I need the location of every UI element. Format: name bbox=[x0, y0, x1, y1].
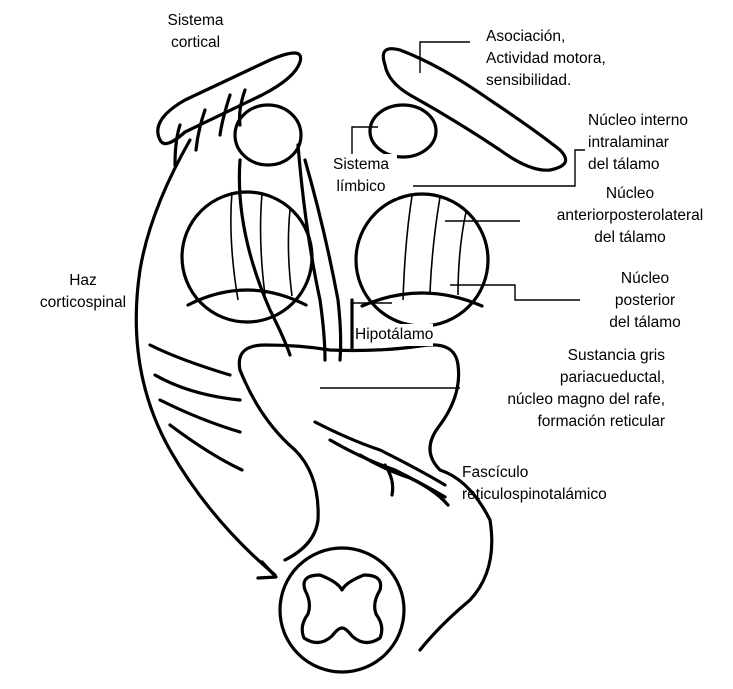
limbic-fiber-left bbox=[239, 160, 290, 355]
thalamus-left-line-3 bbox=[288, 210, 292, 296]
thalamus-right-line-2 bbox=[430, 197, 440, 292]
fan-fiber-2 bbox=[155, 375, 240, 400]
label-nucleo-anterior: Núcleo anteriorposterolateral del tálamo bbox=[527, 183, 733, 249]
thalamus-right-line-3 bbox=[458, 212, 466, 295]
label-fasciculo: Fascículo reticulospinotalámico bbox=[462, 462, 607, 506]
label-sistema-cortical: Sistema cortical bbox=[148, 10, 243, 54]
limbic-system-left-oval bbox=[235, 105, 301, 165]
cortical-fiber-4 bbox=[240, 90, 245, 125]
thalamus-left-circle bbox=[182, 192, 312, 322]
fan-fiber-4 bbox=[170, 425, 242, 470]
leader-asociacion bbox=[420, 42, 470, 73]
thalamus-left-line-2 bbox=[261, 194, 265, 295]
spinal-cord-gray-matter bbox=[302, 575, 382, 643]
label-sustancia-gris: Sustancia gris pariacueductal, núcleo ma… bbox=[445, 345, 665, 433]
label-nucleo-interno: Núcleo interno intralaminar del tálamo bbox=[588, 110, 688, 176]
thalamus-left-line-1 bbox=[231, 192, 238, 300]
fan-fiber-1 bbox=[150, 345, 230, 375]
reticular-fiber-1 bbox=[315, 422, 445, 485]
label-hipotalamo: Hipotálamo bbox=[355, 324, 433, 346]
limbic-system-right-oval bbox=[370, 105, 436, 157]
label-nucleo-posterior: Núcleo posterior del tálamo bbox=[585, 268, 705, 334]
label-sistema-limbico: Sistema límbico bbox=[325, 154, 397, 198]
thalamus-right-inner-arc bbox=[362, 293, 482, 306]
cortical-fiber-2 bbox=[196, 110, 205, 150]
brainstem-left-edge bbox=[240, 370, 318, 560]
thalamus-right-circle bbox=[356, 194, 488, 326]
thalamus-right-line-1 bbox=[403, 196, 412, 300]
spinal-cord-outline bbox=[280, 548, 404, 672]
limbic-fiber-mid bbox=[298, 145, 325, 360]
leader-nucleo-posterior bbox=[450, 285, 580, 300]
label-asociacion: Asociación, Actividad motora, sensibilid… bbox=[486, 26, 606, 92]
label-haz-corticospinal: Haz corticospinal bbox=[28, 270, 138, 314]
thalamus-left-inner-arc bbox=[188, 290, 306, 305]
